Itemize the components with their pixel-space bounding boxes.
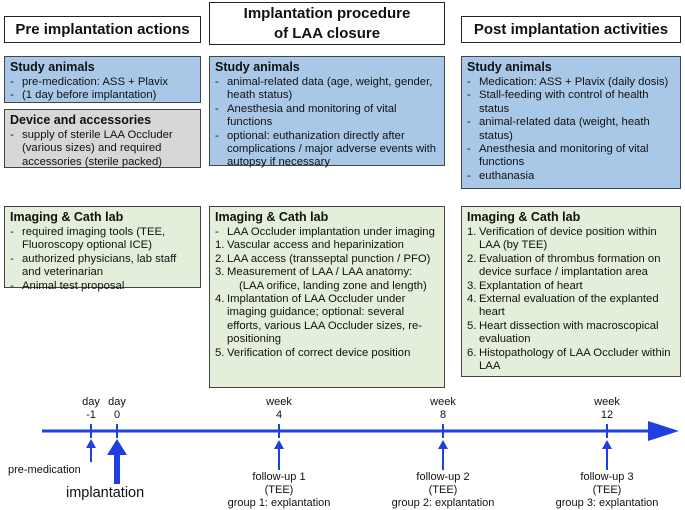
- proc-study-animals-box: Study animals -animal-related data (age,…: [209, 56, 445, 168]
- pre-study-list: -pre-medication: ASS + Plavix -(1 day be…: [10, 76, 195, 103]
- pre-imaging-list: -required imaging tools (TEE, Fluoroscop…: [10, 226, 195, 293]
- timeline-arrowhead: [648, 421, 679, 441]
- list-item: -pre-medication: ASS + Plavix: [10, 76, 168, 88]
- followup2-arrowhead: [438, 440, 448, 449]
- list-item: -Anesthesia and monitoring of vital func…: [215, 102, 397, 129]
- pre-device-box: Device and accessories -supply of steril…: [4, 109, 201, 168]
- proc-study-list: -animal-related data (age, weight, gende…: [215, 76, 439, 170]
- list-item: -supply of sterile LAA Occluder (various…: [10, 129, 173, 168]
- list-item: 4.External evaluation of the explanted h…: [467, 293, 659, 319]
- list-item: -Medication: ASS + Plavix (daily dosis): [467, 76, 669, 88]
- list-item: -animal-related data (age, weight, gende…: [215, 76, 433, 102]
- pre-study-title: Study animals: [10, 60, 95, 74]
- implantation-arrowhead: [107, 439, 127, 455]
- followup3-label: follow-up 3(TEE)group 3: explantation: [555, 471, 659, 509]
- list-item: 4.Implantation of LAA Occluder under ima…: [215, 293, 423, 346]
- list-item: 5.Verification of correct device positio…: [215, 346, 411, 359]
- premedication-arrowhead: [86, 439, 96, 448]
- proc-study-title: Study animals: [215, 60, 300, 74]
- list-item: -(1 day before implantation): [10, 89, 157, 102]
- post-imaging-title: Imaging & Cath lab: [467, 210, 581, 224]
- list-item: -authorized physicians, lab staff and ve…: [10, 252, 177, 279]
- list-item: -optional: euthanization directly after …: [215, 129, 437, 169]
- premedication-label: pre-medication: [8, 464, 81, 476]
- pre-study-animals-box: Study animals -pre-medication: ASS + Pla…: [4, 56, 201, 103]
- list-item: -animal-related data (weight, heath stat…: [467, 116, 650, 142]
- pre-imaging-title: Imaging & Cath lab: [10, 210, 124, 224]
- list-item: 1.Verification of device position within…: [467, 226, 657, 252]
- list-item: 3.Measurement of LAA / LAA anatomy:: [215, 266, 413, 279]
- list-item: -Anesthesia and monitoring of vital func…: [467, 143, 649, 169]
- list-item: -required imaging tools (TEE, Fluoroscop…: [10, 226, 166, 252]
- proc-imaging-title: Imaging & Cath lab: [215, 210, 329, 224]
- header-post-implantation: Post implantation activities: [461, 16, 681, 43]
- header-proc-line1: Implantation procedure: [243, 5, 411, 22]
- post-study-animals-box: Study animals -Medication: ASS + Plavix …: [461, 56, 681, 189]
- pre-imaging-box: Imaging & Cath lab -required imaging too…: [4, 206, 201, 292]
- list-item: -LAA Occluder implantation under imaging: [215, 226, 435, 238]
- followup2-label: follow-up 2(TEE)group 2: explantation: [391, 471, 495, 509]
- list-item: -euthanasia: [467, 169, 535, 182]
- post-study-title: Study animals: [467, 60, 552, 74]
- header-proc-line2: of LAA closure: [273, 25, 381, 42]
- proc-imaging-list: -LAA Occluder implantation under imaging…: [215, 226, 439, 360]
- post-study-list: -Medication: ASS + Plavix (daily dosis) …: [467, 76, 675, 183]
- header-pre-implantation: Pre implantation actions: [4, 16, 201, 43]
- post-imaging-box: Imaging & Cath lab 1.Verification of dev…: [461, 206, 681, 377]
- list-item: 1.Vascular access and heparinization: [215, 239, 404, 252]
- list-item: 5.Heart dissection with macroscopical ev…: [467, 319, 659, 346]
- header-pre-label: Pre implantation actions: [15, 21, 190, 38]
- tick-label-day-minus1: day-1: [82, 396, 100, 421]
- list-item: -Animal test proposal: [10, 279, 125, 292]
- implantation-label: implantation: [66, 485, 145, 501]
- list-item: -Stall-feeding with control of health st…: [467, 89, 649, 115]
- header-post-label: Post implantation activities: [473, 21, 669, 38]
- followup1-label: follow-up 1(TEE)group 1: explantation: [227, 471, 331, 509]
- list-item: 2.LAA access (transseptal punction / PFO…: [215, 252, 431, 265]
- header-implantation-procedure: Implantation procedure of LAA closure: [209, 2, 445, 45]
- list-item: 2.Evaluation of thrombus formation on de…: [467, 252, 661, 279]
- list-item: 6.Histopathology of LAA Occluder within …: [467, 346, 671, 373]
- list-item: (LAA orifice, landing zone and length): [239, 279, 427, 292]
- followup3-arrowhead: [602, 440, 612, 449]
- pre-device-list: -supply of sterile LAA Occluder (various…: [10, 129, 195, 169]
- proc-imaging-box: Imaging & Cath lab -LAA Occluder implant…: [209, 206, 445, 388]
- pre-device-title: Device and accessories: [10, 113, 152, 127]
- followup1-arrowhead: [274, 440, 284, 449]
- post-imaging-list: 1.Verification of device position within…: [467, 226, 675, 373]
- list-item: 3.Explantation of heart: [467, 279, 583, 292]
